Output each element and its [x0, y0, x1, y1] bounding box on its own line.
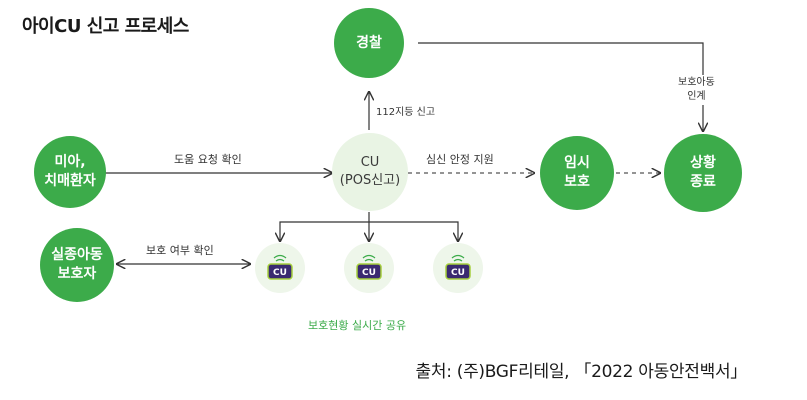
label-handover-line1: 보호아동 [678, 77, 715, 88]
node-temp-line2: 보호 [564, 174, 590, 190]
store-icon-1: CU [255, 243, 305, 293]
label-confirm-protect: 보호 여부 확인 [146, 244, 214, 257]
label-psych-support: 심신 안정 지원 [426, 153, 494, 166]
node-cu-line1: CU [360, 155, 380, 170]
edge-branch-left [280, 221, 369, 241]
label-report-112: 112지등 신고 [376, 107, 436, 118]
diagram-title: 아이CU 신고 프로세스 [22, 16, 189, 37]
node-missing-line2: 치매환자 [44, 173, 96, 189]
node-guardian-line2: 보호자 [57, 266, 97, 282]
node-guardian-line1: 실종아동 [51, 247, 103, 263]
node-end-line2: 종료 [690, 174, 716, 190]
label-handover-line2: 인계 [687, 91, 706, 102]
label-realtime-share: 보호현황 실시간 공유 [308, 319, 407, 332]
edge-branch-right [369, 221, 458, 241]
node-missing-child: 미아, 치매환자 [34, 136, 106, 208]
cu-store-icon: CU [445, 254, 471, 280]
node-situation-end: 상황 종료 [664, 134, 742, 212]
store-icon-3: CU [433, 243, 483, 293]
cu-store-icon: CU [356, 254, 382, 280]
edge-handover [418, 42, 703, 131]
node-temp-line1: 임시 [564, 155, 590, 171]
cu-logo-text: CU [451, 268, 465, 278]
cu-logo-text: CU [273, 268, 287, 278]
node-temp-protect: 임시 보호 [540, 136, 614, 210]
node-police-label: 경찰 [356, 34, 382, 51]
label-help-request: 도움 요청 확인 [174, 153, 242, 166]
node-cu-line2: (POS신고) [339, 173, 401, 188]
node-guardian: 실종아동 보호자 [40, 228, 114, 302]
node-missing-line1: 미아, [54, 154, 86, 170]
cu-logo-text: CU [362, 268, 376, 278]
store-icon-2: CU [344, 243, 394, 293]
node-cu-pos: CU (POS신고) [332, 133, 408, 211]
source-caption: 출처: (주)BGF리테일, 「2022 아동안전백서」 [415, 362, 748, 382]
node-end-line1: 상황 [690, 155, 716, 171]
node-police: 경찰 [334, 8, 404, 78]
cu-store-icon: CU [267, 254, 293, 280]
label-handover: 보호아동 인계 [676, 75, 717, 105]
